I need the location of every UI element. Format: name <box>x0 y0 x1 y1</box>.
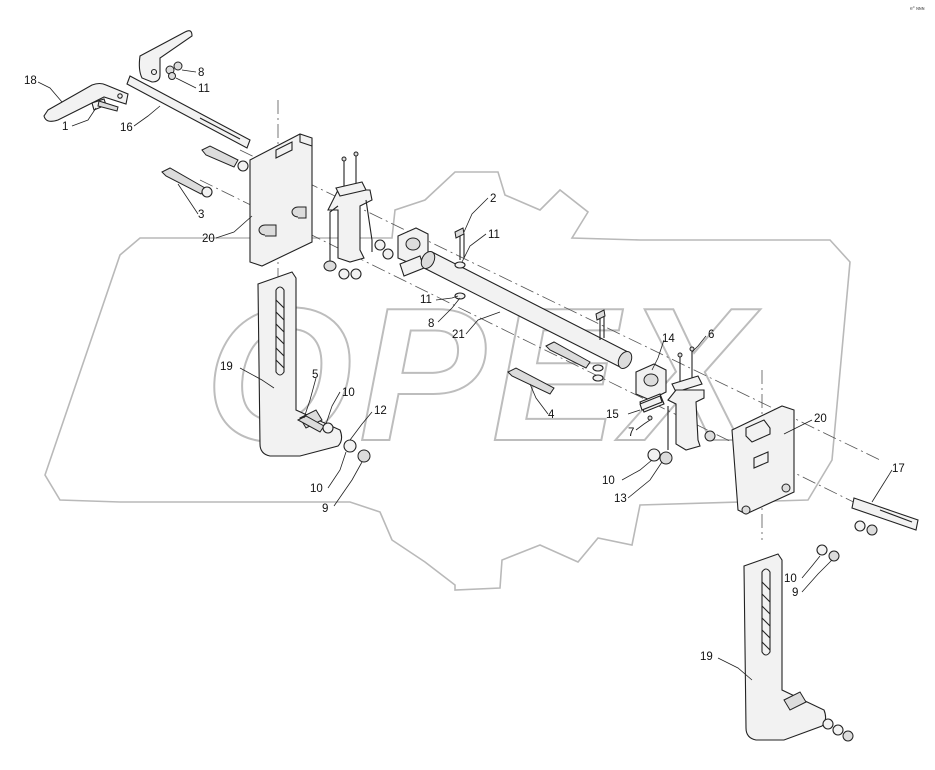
bolt-near-shaft <box>595 309 606 340</box>
callout-10-c: 10 <box>602 475 615 487</box>
callout-14: 14 <box>662 333 675 345</box>
left-arm-hardware <box>296 415 371 463</box>
callout-11-upper: 11 <box>198 83 210 95</box>
part-2-bolt <box>454 227 465 260</box>
callout-labels: 18 1 16 8 11 3 20 2 11 11 8 21 19 5 10 1… <box>24 67 905 663</box>
nuts-near-17 <box>854 520 878 536</box>
corner-mark: e° ɴɴɴ <box>910 6 925 12</box>
leader-lines <box>37 69 893 681</box>
part-17-bar <box>851 497 919 531</box>
part-3-bolts <box>161 145 249 198</box>
callout-12: 12 <box>374 405 387 417</box>
part-10-washer-right <box>647 448 661 462</box>
callout-10-b: 10 <box>310 483 323 495</box>
callout-10-a: 10 <box>342 387 355 399</box>
part-20-right-plate <box>731 405 795 515</box>
callout-11-lower: 11 <box>420 294 432 306</box>
callout-1: 1 <box>62 121 68 133</box>
callout-15: 15 <box>606 409 619 421</box>
part-18-upper-lever <box>138 30 193 83</box>
part-19-right-arm <box>743 553 827 741</box>
callout-19-right: 19 <box>700 651 713 663</box>
watermark-gear <box>44 171 851 591</box>
part-1-screw <box>91 98 119 112</box>
callout-13: 13 <box>614 493 627 505</box>
part-11-8-washers-mid <box>454 261 604 382</box>
callout-7: 7 <box>628 427 634 439</box>
part-4-bolts <box>507 341 591 395</box>
part-16-bar <box>126 75 251 149</box>
callout-16: 16 <box>120 122 133 134</box>
callout-2: 2 <box>490 193 496 205</box>
callout-5: 5 <box>312 369 318 381</box>
callout-11-mid: 11 <box>488 229 500 241</box>
washers-left-bracket <box>338 239 394 280</box>
callout-17: 17 <box>892 463 905 475</box>
part-bracket-left <box>323 151 373 272</box>
callout-19-left: 19 <box>220 361 233 373</box>
part-21-shaft <box>420 251 633 369</box>
part-20-left-plate <box>249 133 313 267</box>
clamp-block-left <box>397 227 429 277</box>
part-18-lever <box>43 82 129 122</box>
part-8-11-nuts-upper <box>165 61 183 80</box>
callout-4: 4 <box>548 409 555 421</box>
callout-20-right: 20 <box>814 413 827 425</box>
callout-18: 18 <box>24 75 37 87</box>
callout-8-mid: 8 <box>428 318 434 330</box>
callout-21: 21 <box>452 329 465 341</box>
right-arm-hardware <box>816 544 854 742</box>
part-bracket-right <box>659 346 716 465</box>
callout-8-upper: 8 <box>198 67 204 79</box>
callout-10-d: 10 <box>784 573 797 585</box>
callout-9-left: 9 <box>322 503 328 515</box>
callout-6: 6 <box>708 329 714 341</box>
callout-9-right: 9 <box>792 587 798 599</box>
callout-3: 3 <box>198 209 204 221</box>
callout-20-left: 20 <box>202 233 215 245</box>
